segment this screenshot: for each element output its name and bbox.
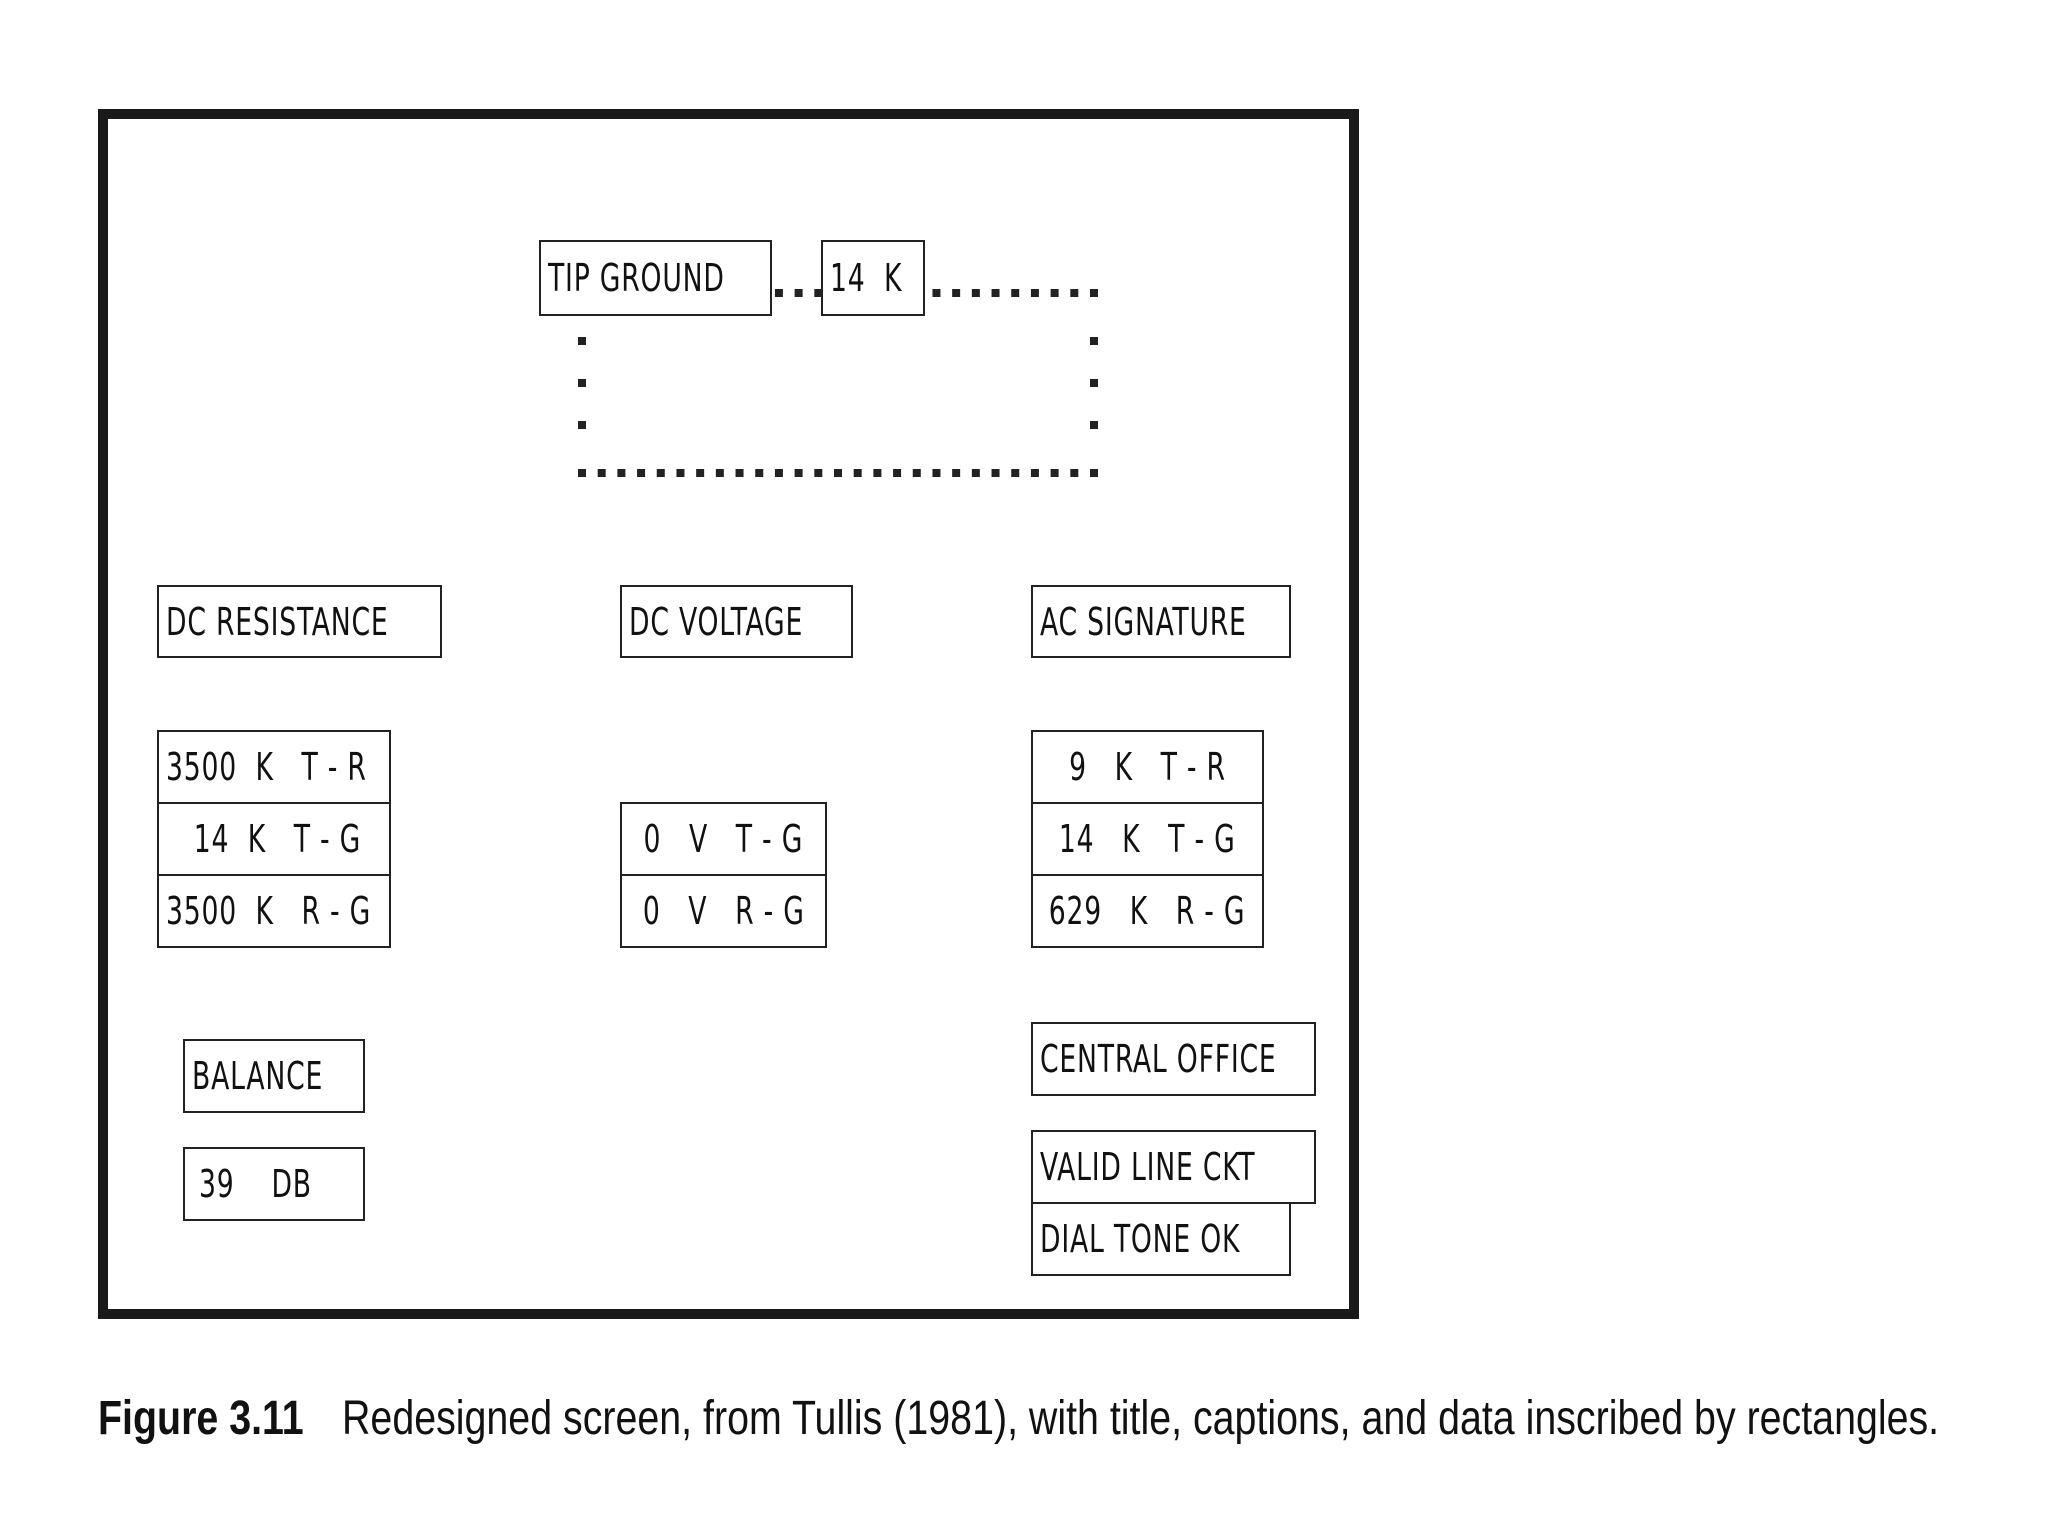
highlight-dot xyxy=(1030,289,1039,297)
highlight-dot xyxy=(971,289,980,297)
dc-resistance-heading: DC RESISTANCE xyxy=(157,585,442,658)
highlight-dot xyxy=(952,289,961,297)
ac-signature-row-tg: 14 K T - G xyxy=(1031,802,1264,876)
highlight-dot xyxy=(873,469,882,477)
highlight-dot xyxy=(814,469,823,477)
ac-signature-heading: AC SIGNATURE xyxy=(1031,585,1291,658)
highlight-dot xyxy=(1090,289,1098,297)
ac-signature-row-tr: 9 K T - R xyxy=(1031,730,1264,804)
dc-voltage-row-rg: 0 V R - G xyxy=(620,874,827,948)
highlight-dot xyxy=(1090,469,1098,477)
highlight-dot xyxy=(1090,379,1098,387)
dc-voltage-heading: DC VOLTAGE xyxy=(620,585,853,658)
highlight-dot xyxy=(1011,289,1020,297)
highlight-dot xyxy=(834,469,842,477)
dc-resistance-row-rg: 3500 K R - G xyxy=(157,874,391,948)
highlight-dot xyxy=(893,469,902,477)
highlight-dot xyxy=(1050,469,1059,477)
highlight-dot xyxy=(952,469,961,477)
highlight-dot xyxy=(676,469,685,477)
highlight-dot xyxy=(814,289,823,297)
highlight-dot xyxy=(735,469,744,477)
highlight-dot xyxy=(1070,289,1079,297)
highlight-dot xyxy=(617,469,626,477)
highlight-dot xyxy=(1070,469,1079,477)
display-screen: TIP GROUND 14 K DC RESISTANCE 3500 K T -… xyxy=(98,109,1359,1319)
highlight-dot xyxy=(597,469,606,477)
highlight-dot xyxy=(971,469,980,477)
highlight-dot xyxy=(1011,469,1020,477)
highlight-dot xyxy=(656,469,665,477)
central-office-status-dialtone: DIAL TONE OK xyxy=(1031,1202,1291,1276)
highlight-dot xyxy=(932,469,941,477)
highlight-dot xyxy=(991,289,1000,297)
highlight-dot xyxy=(932,289,941,297)
highlight-dot xyxy=(774,289,783,297)
caption-text: Redesigned screen, from Tullis (1981), w… xyxy=(342,1392,1940,1445)
highlight-dot xyxy=(794,469,803,477)
highlight-dot xyxy=(1050,289,1059,297)
highlight-dot xyxy=(1090,337,1098,345)
highlight-dot xyxy=(578,337,586,345)
central-office-status-line: VALID LINE CKT xyxy=(1031,1130,1316,1204)
highlight-dot xyxy=(637,469,646,477)
highlight-dot xyxy=(715,469,724,477)
highlight-dot xyxy=(1030,469,1039,477)
highlight-dot xyxy=(578,421,586,429)
highlight-dot xyxy=(1090,421,1098,429)
highlight-dot xyxy=(774,469,783,477)
balance-heading: BALANCE xyxy=(183,1039,365,1113)
highlight-dot xyxy=(755,469,764,477)
central-office-heading: CENTRAL OFFICE xyxy=(1031,1022,1316,1096)
tip-ground-label: TIP GROUND xyxy=(539,240,772,316)
figure-number: Figure 3.11 xyxy=(98,1392,304,1445)
figure-caption: Figure 3.11 Redesigned screen, from Tulli… xyxy=(98,1390,1998,1448)
highlight-dot xyxy=(991,469,1000,477)
highlight-dot xyxy=(853,469,862,477)
highlight-dot xyxy=(696,469,705,477)
dc-resistance-row-tr: 3500 K T - R xyxy=(157,730,391,804)
highlight-dot xyxy=(578,379,586,387)
ac-signature-row-rg: 629 K R - G xyxy=(1031,874,1264,948)
highlight-dot xyxy=(578,469,586,477)
dc-resistance-row-tg: 14 K T - G xyxy=(157,802,391,876)
dc-voltage-row-tg: 0 V T - G xyxy=(620,802,827,876)
highlight-dot xyxy=(794,289,803,297)
tip-ground-value: 14 K xyxy=(821,240,925,316)
balance-value: 39 DB xyxy=(183,1147,365,1221)
highlight-dot xyxy=(912,469,921,477)
